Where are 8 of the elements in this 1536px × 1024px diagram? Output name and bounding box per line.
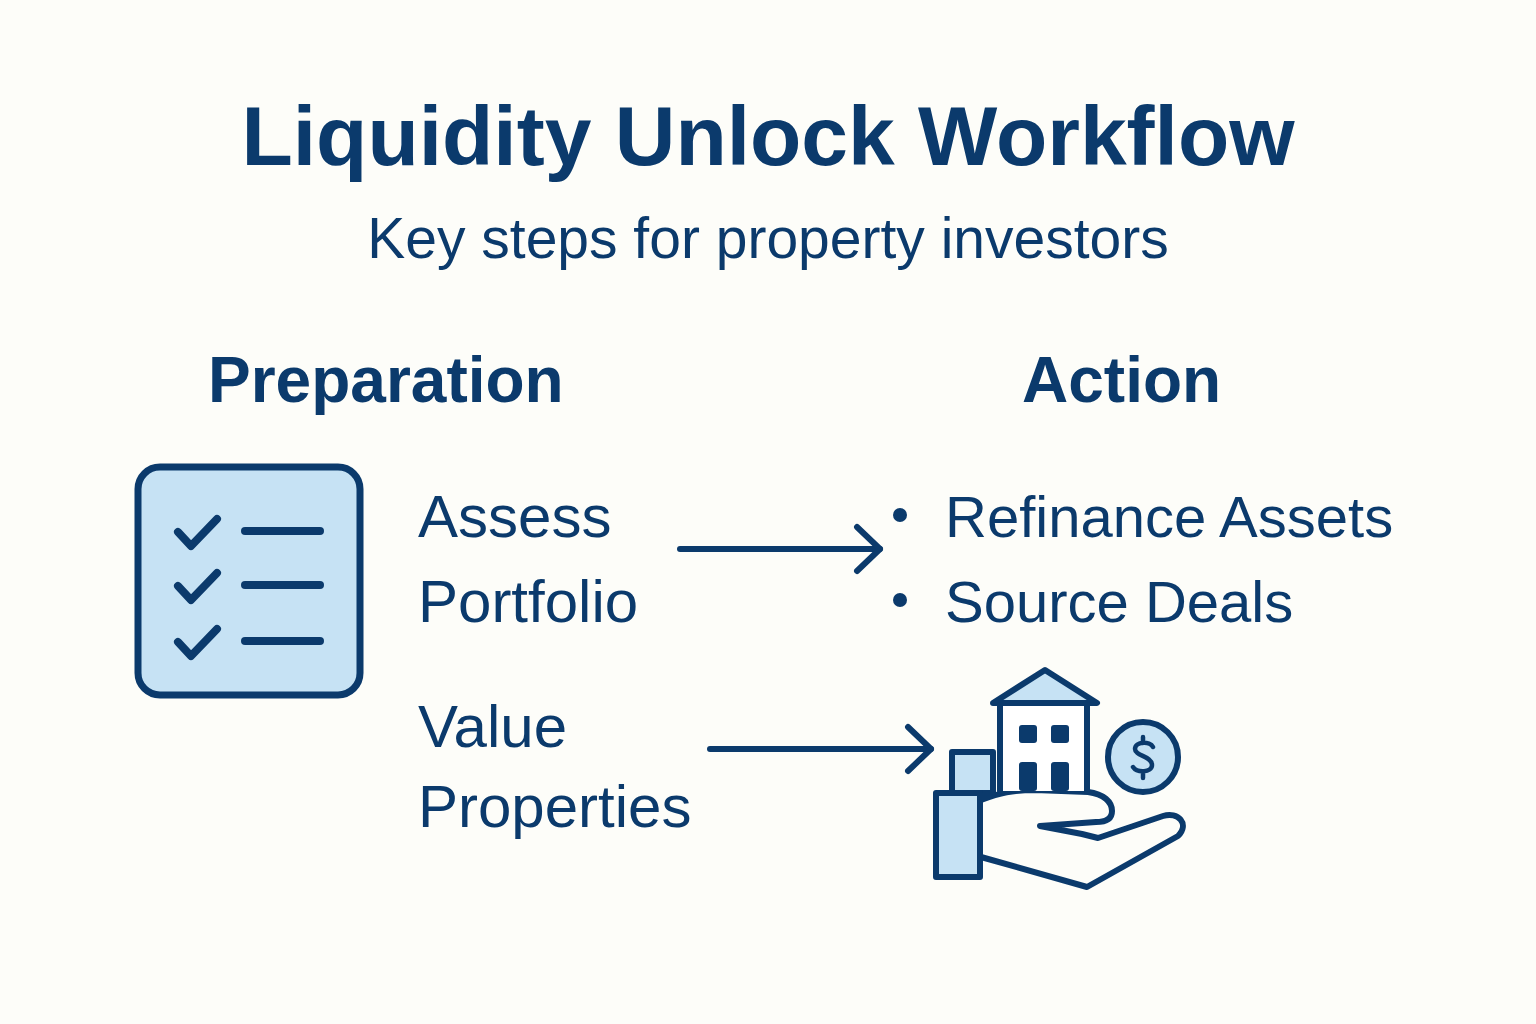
list-item: Refinance Assets	[945, 484, 1394, 549]
house-in-hand-icon	[931, 665, 1189, 892]
step-text: Value Properties	[418, 687, 710, 847]
section-heading: Action	[1022, 348, 1222, 412]
list-item: Source Deals	[945, 569, 1294, 634]
step-text: Assess Portfolio	[418, 474, 680, 644]
arrow	[707, 724, 934, 774]
arrow	[677, 524, 883, 574]
